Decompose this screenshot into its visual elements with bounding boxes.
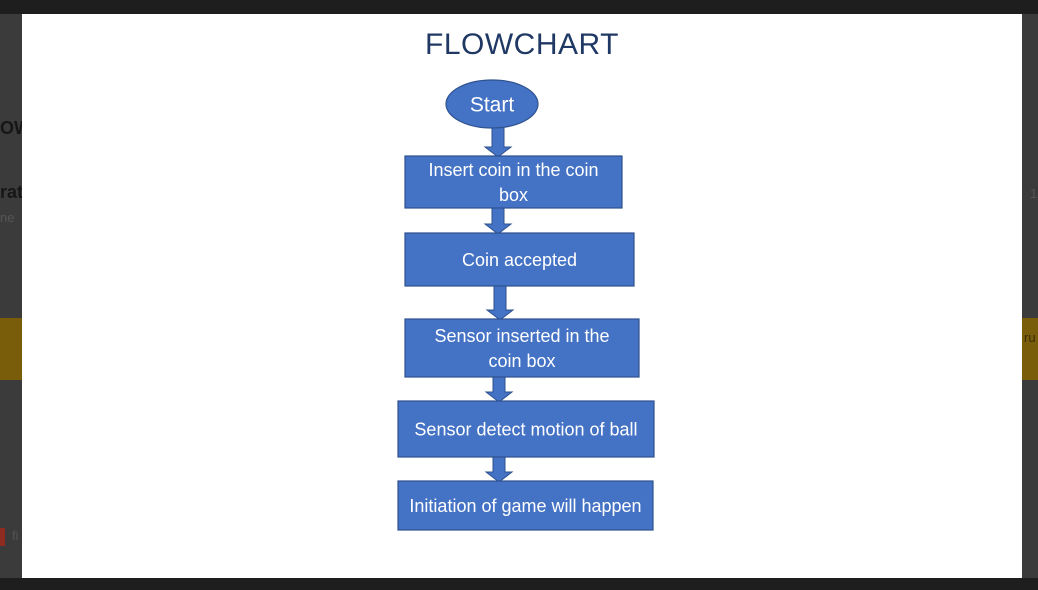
- flow-arrow-sensor-inserted-to-sensor-detect: [484, 374, 514, 403]
- flow-node-label: box: [499, 185, 528, 205]
- flow-node-label: Sensor inserted in the: [434, 326, 609, 346]
- flow-node-sensor-detect: Sensor detect motion of ball: [397, 400, 655, 458]
- flow-node-label: coin box: [488, 351, 555, 371]
- background-text-fragment: 1: [1030, 186, 1038, 201]
- flow-node-shape: [397, 480, 654, 531]
- background-text-fragment: rat: [0, 182, 22, 202]
- flow-arrow-start-to-insert: [483, 125, 513, 158]
- flow-node-start: Start: [445, 79, 539, 129]
- flow-node-insert: Insert coin in the coin box: [404, 155, 623, 209]
- flow-node-shape: [404, 155, 623, 209]
- background-bottom-bar: [0, 578, 1038, 590]
- background-text-fragment: ru: [1024, 330, 1036, 345]
- flow-arrow-accepted-to-sensor-inserted: [485, 283, 515, 321]
- flow-arrow-sensor-detect-to-initiation: [484, 454, 514, 483]
- background-text-fragment: fi: [12, 528, 19, 543]
- background-text-fragment: OW: [0, 118, 22, 138]
- flow-node-sensor-inserted: Sensor inserted in the coin box: [404, 318, 640, 378]
- flow-node-shape: [404, 318, 640, 378]
- flow-node-accepted: Coin accepted: [404, 232, 635, 287]
- flow-node-shape: [404, 232, 635, 287]
- background-red-marker: [0, 528, 5, 546]
- flow-node-shape: [445, 79, 539, 129]
- flow-node-label: Sensor detect motion of ball: [414, 419, 637, 439]
- flow-arrow-insert-to-accepted: [483, 205, 513, 235]
- flow-node-initiation: Initiation of game will happen: [397, 480, 654, 531]
- background-top-bar: [0, 0, 1038, 14]
- flowchart-title: FLOWCHART: [425, 28, 619, 61]
- flow-node-label: Start: [470, 93, 515, 116]
- background-text-fragment: ne: [0, 210, 15, 225]
- flow-node-label: Insert coin in the coin: [428, 160, 598, 180]
- flow-node-shape: [397, 400, 655, 458]
- flow-node-label: Initiation of game will happen: [409, 496, 641, 516]
- flow-node-label: Coin accepted: [462, 250, 577, 270]
